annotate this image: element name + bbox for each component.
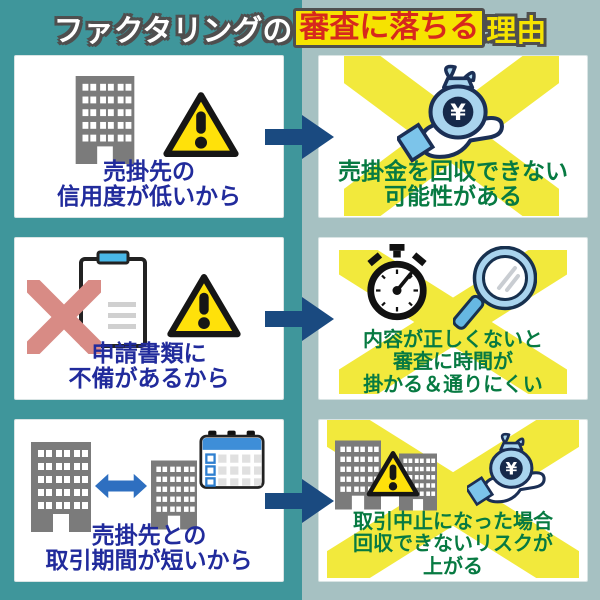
result-card-2: 内容が正しくないと 審査に時間が 掛かる＆通りにくい [318, 237, 588, 400]
title-prefix: ファクタリングの [53, 14, 293, 49]
cause-text-2: 申請書類に 不備があるから [68, 340, 230, 393]
money-bag-hand-icon [397, 62, 513, 164]
warning-icon [165, 270, 243, 342]
building-icon [31, 442, 91, 532]
arrow-right-icon [265, 296, 335, 342]
cause-text-1: 売掛先の 信用度が低いから [57, 158, 241, 211]
warning-icon [365, 448, 421, 500]
exchange-arrow-icon [95, 468, 147, 504]
title-suffix: 理由 [486, 14, 547, 49]
calendar-icon [199, 429, 265, 491]
arrow-right-icon [265, 478, 335, 524]
building-icon [151, 458, 197, 532]
cause-card-1: 売掛先の 信用度が低いから [14, 55, 284, 218]
row-1: 売掛先の 信用度が低いから 売掛金を回収できない 可能性がある [0, 55, 600, 218]
row-2: 申請書類に 不備があるから 内容が正しくないと 審査に時間が 掛かる＆通りにくい [0, 237, 600, 400]
result-text-3: 取引中止になった場合 回収できないリスクが 上がる [353, 508, 553, 578]
cause-card-2: 申請書類に 不備があるから [14, 237, 284, 400]
page-title: ファクタリングの 審査に落ちる 理由 [0, 2, 600, 54]
result-card-1: 売掛金を回収できない 可能性がある [318, 55, 588, 218]
arrow-right-icon [265, 114, 335, 160]
cause-card-3: 売掛先との 取引期間が短いから [14, 419, 284, 582]
warning-icon [161, 88, 241, 162]
result-card-3: 取引中止になった場合 回収できないリスクが 上がる [318, 419, 588, 582]
result-text-2: 内容が正しくないと 審査に時間が 掛かる＆通りにくい [363, 326, 543, 396]
magnifier-icon [453, 246, 537, 340]
cause-text-3: 売掛先との 取引期間が短いから [45, 522, 253, 575]
result-text-1: 売掛金を回収できない 可能性がある [338, 158, 568, 211]
stopwatch-icon [363, 244, 431, 322]
building-icon [73, 76, 137, 164]
title-highlight: 審査に落ちる [293, 7, 486, 49]
money-bag-hand-icon [467, 426, 551, 512]
row-3: 売掛先との 取引期間が短いから 取引中止になった場合 回収できないリスクが 上が… [0, 419, 600, 582]
